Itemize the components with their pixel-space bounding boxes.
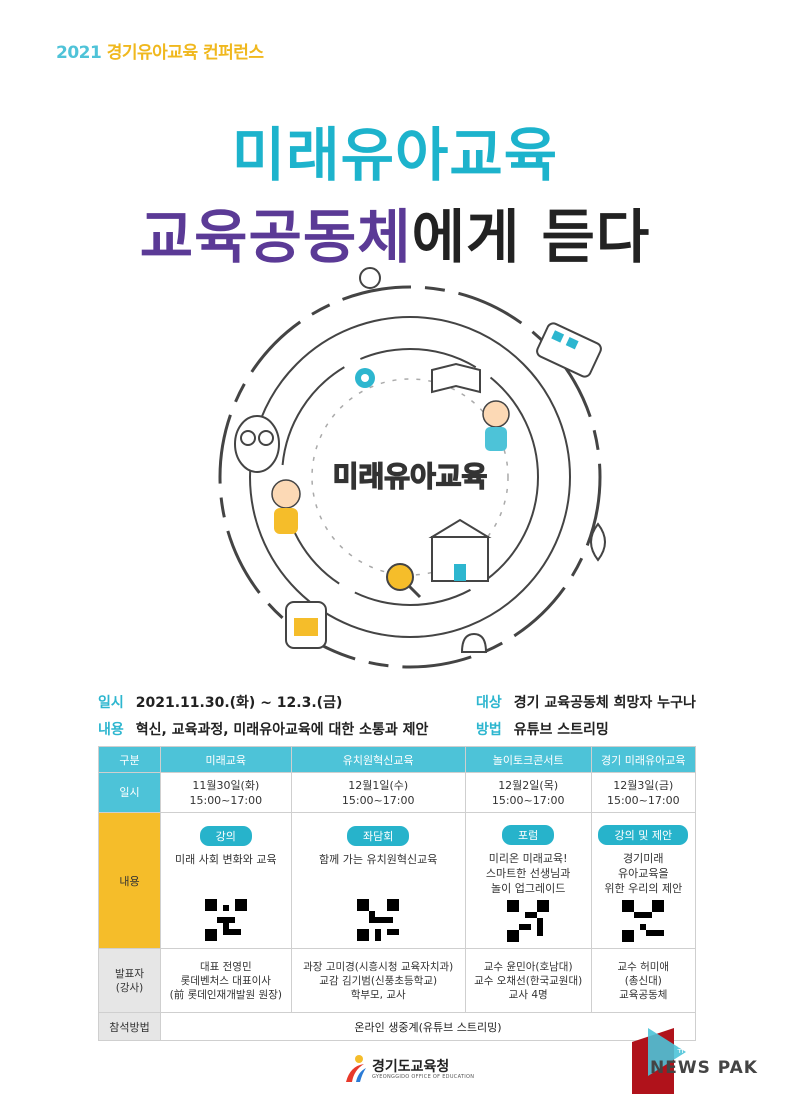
bus-icon bbox=[536, 322, 602, 378]
education-illustration: 미래유아교육 bbox=[218, 267, 606, 669]
session-tag: 좌담회 bbox=[346, 825, 410, 846]
content-cell: 포럼 미리온 미래교육! 스마트한 선생님과 놀이 업그레이드 bbox=[464, 812, 592, 949]
conference-title: 2021 경기유아교육 컨퍼런스 bbox=[56, 43, 264, 63]
backpack-icon bbox=[285, 601, 327, 649]
boy-icon bbox=[482, 400, 510, 451]
table-row-attend: 참석방법 온라인 생중계(유튜브 스트리밍) bbox=[98, 1012, 696, 1041]
illustration-center-text: 미래유아교육 bbox=[333, 460, 488, 493]
qr-code-icon[interactable] bbox=[622, 899, 665, 942]
date-cell: 12월1일(수)15:00~17:00 bbox=[290, 772, 466, 813]
row-label-content: 내용 bbox=[98, 812, 161, 949]
date-cell: 11월30일(화)15:00~17:00 bbox=[160, 772, 292, 813]
qr-code-icon[interactable] bbox=[507, 899, 550, 942]
flower-icon bbox=[355, 368, 375, 388]
row-label-attend: 참석방법 bbox=[98, 1012, 161, 1041]
content-cell: 좌담회 함께 가는 유치원혁신교육 bbox=[290, 812, 466, 949]
row-label-date: 일시 bbox=[98, 772, 161, 813]
attend-cell: 온라인 생중계(유튜브 스트리밍) bbox=[160, 1012, 696, 1041]
org-name-en: GYEONGGIDO OFFICE OF EDUCATION bbox=[372, 1074, 475, 1080]
date-cell: 12월3일(금)15:00~17:00 bbox=[590, 772, 697, 813]
table-header: 미래교육 bbox=[160, 746, 292, 773]
table-header: 구분 bbox=[98, 746, 161, 773]
session-tag: 포럼 bbox=[502, 824, 555, 845]
org-name: 경기도교육청 bbox=[372, 1059, 450, 1075]
office-of-education-logo-icon bbox=[346, 1055, 366, 1082]
table-row-dates: 일시 11월30일(화)15:00~17:00 12월1일(수)15:00~17… bbox=[98, 772, 697, 813]
newspak-watermark-icon bbox=[632, 1028, 686, 1094]
table-header: 놀이토크콘서트 bbox=[464, 746, 592, 773]
table-row-content: 내용 강의 미래 사회 변화와 교육 좌담회 함께 가는 유치원혁신교육 포럼 … bbox=[98, 812, 697, 949]
speaker-cell: 과장 고미경(시흥시청 교육자치과)교감 김기범(신풍초등학교)학부모, 교사 bbox=[290, 948, 466, 1013]
date-cell: 12월2일(목)15:00~17:00 bbox=[464, 772, 592, 813]
title-highlight: 교육공동체 bbox=[139, 203, 412, 271]
table-header-row: 구분 미래교육 유치원혁신교육 놀이토크콘서트 경기 미래유아교육 bbox=[98, 746, 697, 773]
main-title-line2: 교육공동체에게 듣다 bbox=[0, 190, 790, 274]
book-icon bbox=[431, 362, 481, 394]
title-rest: 에게 듣다 bbox=[411, 203, 651, 271]
globe-icon bbox=[359, 267, 381, 289]
session-tag: 강의 및 제안 bbox=[598, 824, 689, 845]
owl-icon bbox=[234, 415, 280, 473]
content-cell: 강의 및 제안 경기미래 유아교육을 위한 우리의 제안 bbox=[590, 812, 697, 949]
bell-icon bbox=[460, 632, 488, 653]
row-label-speakers: 발표자(강사) bbox=[98, 948, 161, 1013]
magnifier-icon bbox=[386, 563, 422, 599]
session-tag: 강의 bbox=[199, 825, 252, 846]
watermark-main: NEWS PAK bbox=[650, 1058, 758, 1078]
schedule-table: 구분 미래교육 유치원혁신교육 놀이토크콘서트 경기 미래유아교육 일시 11월… bbox=[98, 746, 697, 1041]
school-icon bbox=[428, 518, 492, 582]
girl-icon bbox=[271, 479, 301, 534]
main-title-line1: 미래유아교육 bbox=[231, 121, 559, 189]
speaker-cell: 교수 윤민아(호남대)교수 오채선(한국교원대)교사 4명 bbox=[464, 948, 592, 1013]
speaker-cell: 교수 허미애(총신대)교육공동체 bbox=[590, 948, 697, 1013]
content-cell: 강의 미래 사회 변화와 교육 bbox=[160, 812, 292, 949]
leaf-icon bbox=[590, 522, 606, 562]
table-header: 경기 미래유아교육 bbox=[590, 746, 697, 773]
watermark-small: 뉴스팩 bbox=[677, 1045, 702, 1055]
table-header: 유치원혁신교육 bbox=[290, 746, 466, 773]
qr-code-icon[interactable] bbox=[357, 898, 400, 941]
qr-code-icon[interactable] bbox=[204, 898, 247, 941]
